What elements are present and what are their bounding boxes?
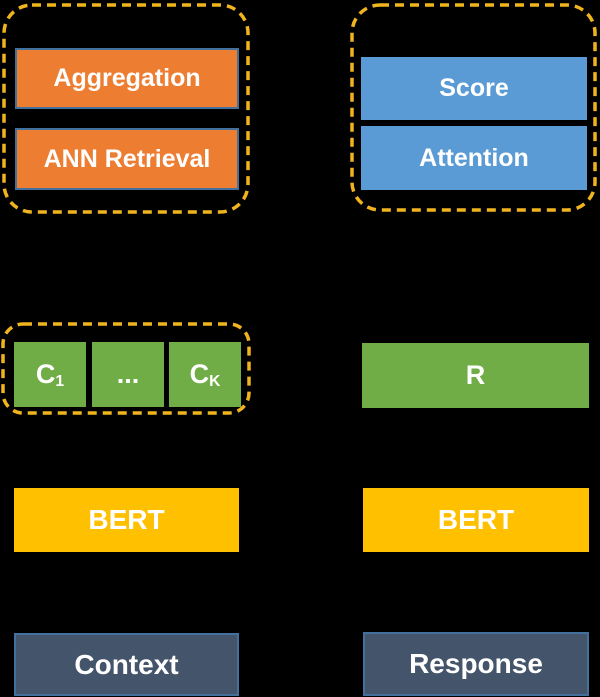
bert-context-box: BERT xyxy=(14,488,239,552)
candidate-c1-box: C1 xyxy=(14,342,86,407)
candidate-ellipsis-box: ... xyxy=(92,342,164,407)
candidate-c1-subscript: 1 xyxy=(55,373,65,391)
attention-box: Attention xyxy=(361,126,587,190)
bert-response-box: BERT xyxy=(363,488,589,552)
response-input-box: Response xyxy=(363,632,589,696)
ann-retrieval-label: ANN Retrieval xyxy=(43,144,211,173)
aggregation-label: Aggregation xyxy=(53,64,201,92)
response-embedding-box: R xyxy=(362,343,589,408)
response-embedding-label: R xyxy=(465,360,486,390)
bert-context-label: BERT xyxy=(88,504,165,535)
candidate-ellipsis-label: ... xyxy=(116,359,140,389)
context-input-box: Context xyxy=(14,633,239,696)
attention-label: Attention xyxy=(419,143,529,172)
response-input-label: Response xyxy=(409,648,543,679)
score-box: Score xyxy=(361,57,587,120)
candidate-c1-label: C1 xyxy=(35,359,65,391)
candidate-ck-box: CK xyxy=(169,342,241,407)
context-input-label: Context xyxy=(74,648,179,680)
aggregation-box: Aggregation xyxy=(15,48,239,109)
candidate-ck-label: CK xyxy=(189,359,221,391)
ann-retrieval-box: ANN Retrieval xyxy=(15,128,239,190)
score-label: Score xyxy=(439,74,509,102)
candidate-ck-subscript: K xyxy=(209,373,221,391)
bert-response-label: BERT xyxy=(437,504,515,535)
